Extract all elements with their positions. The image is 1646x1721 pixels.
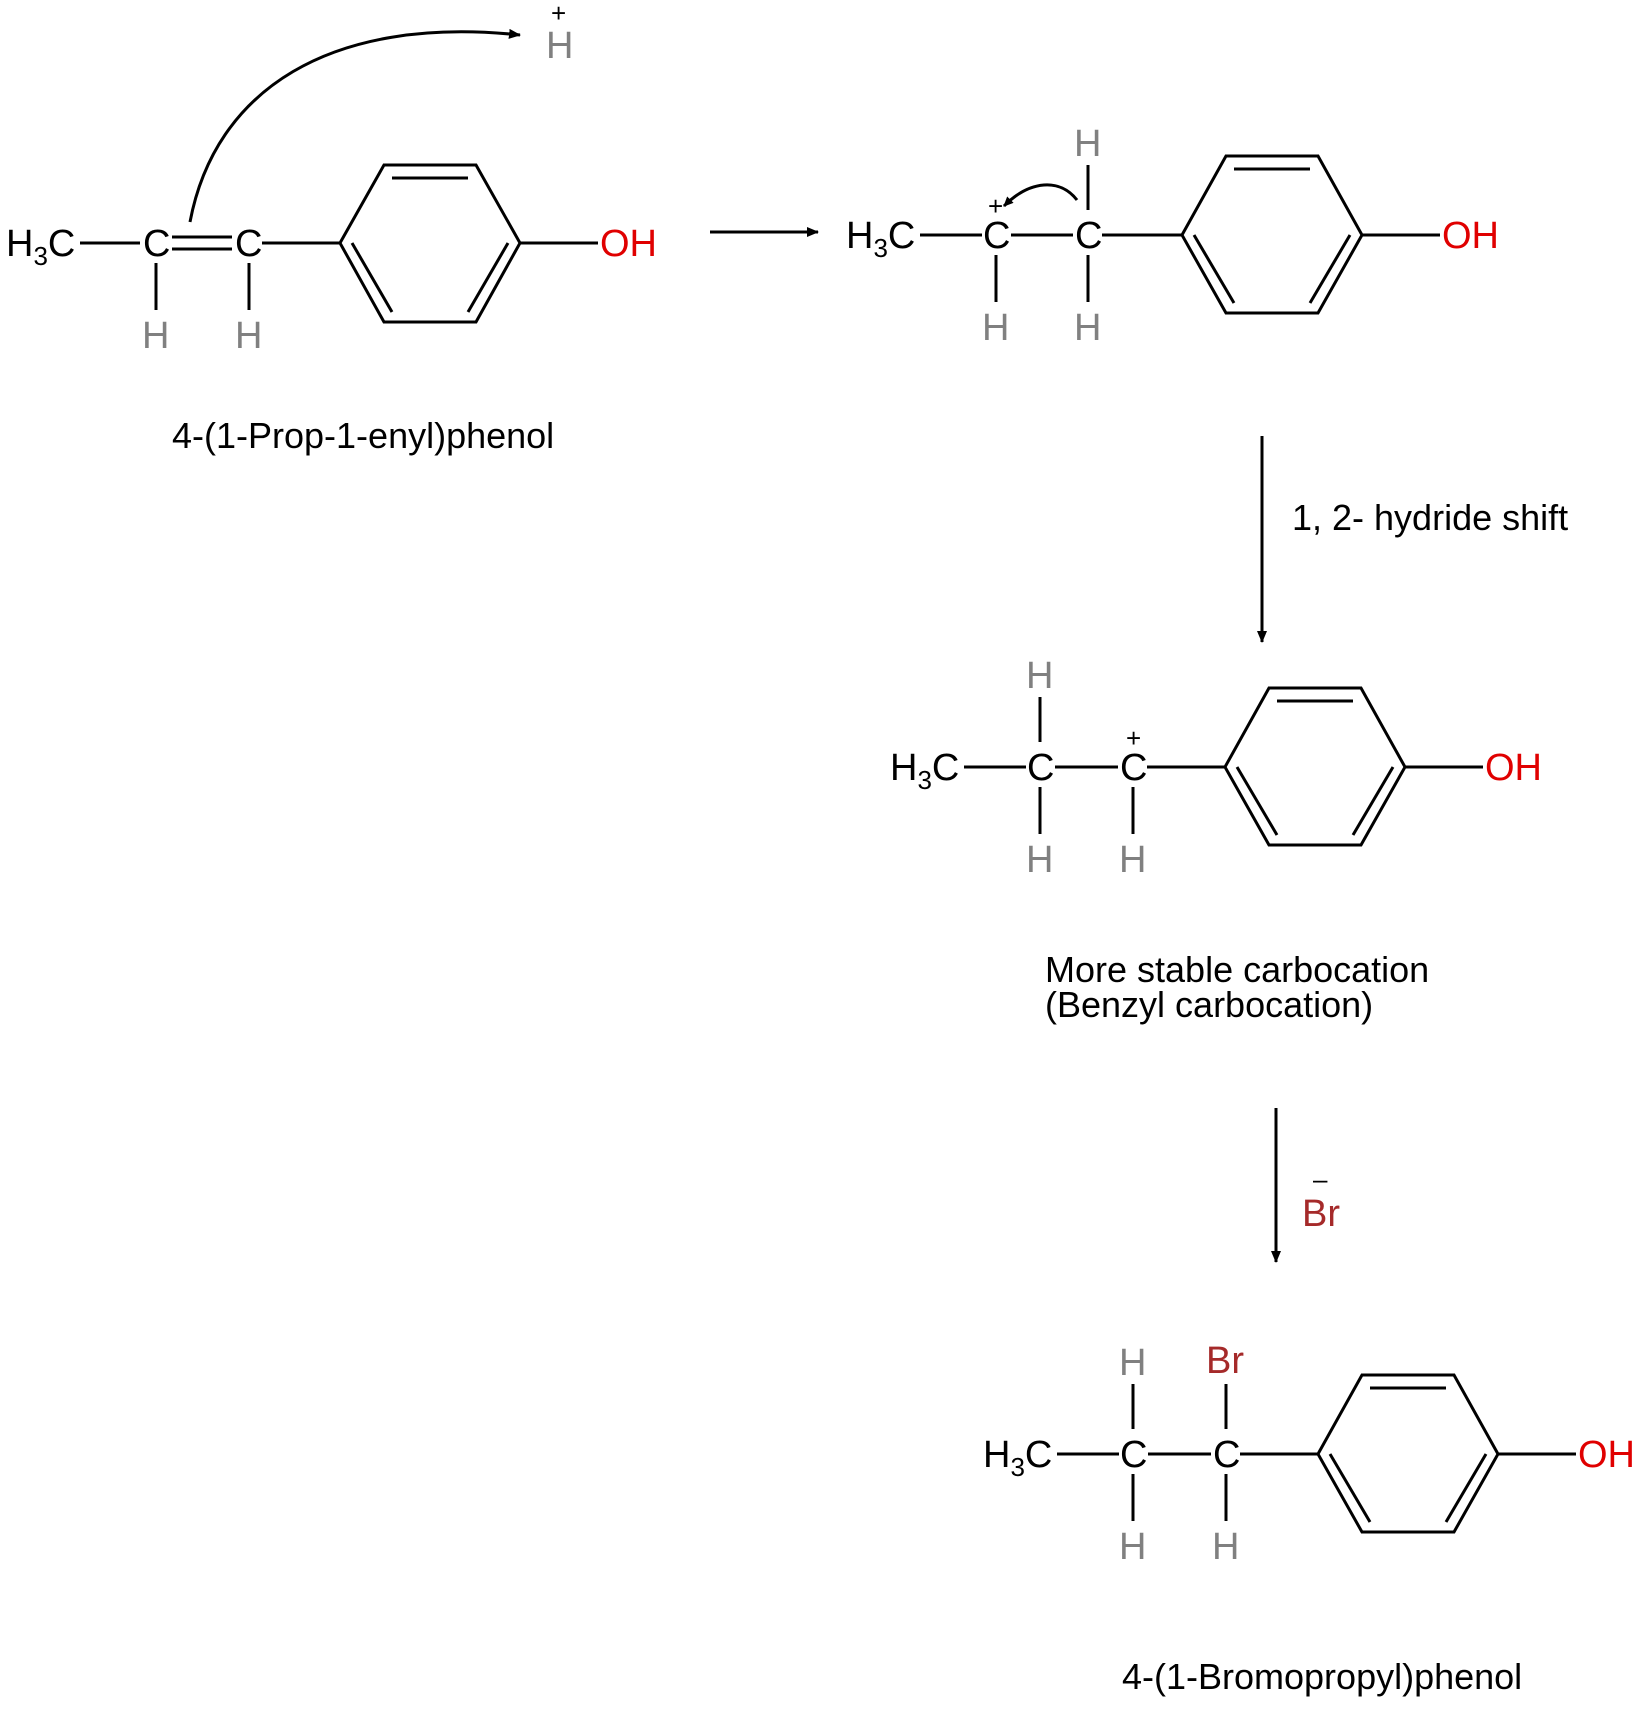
int1-c1-charge: +: [988, 191, 1003, 221]
reactant-h2: H: [235, 315, 262, 357]
reactant-h3c: H3C: [6, 223, 75, 271]
int2-c1: C: [1027, 747, 1054, 789]
int2-h-c1-bottom: H: [1026, 839, 1053, 881]
prod-h-c1-top: H: [1119, 1342, 1146, 1384]
prod-c1: C: [1120, 1434, 1147, 1476]
int1-c1: C: [983, 215, 1010, 257]
ring-inner-bond: [1308, 234, 1352, 304]
int1-h3c: H3C: [846, 215, 915, 263]
reactant-name: 4-(1-Prop-1-enyl)phenol: [172, 415, 554, 456]
int1-h-c1: H: [982, 307, 1009, 349]
bromide-charge: –: [1313, 1164, 1328, 1194]
curved-arrow-hydride-shift: [1002, 183, 1079, 208]
carbocation-intermediate-structure: H3C C + C H H H OH: [846, 123, 1499, 349]
prod-c2: C: [1213, 1434, 1240, 1476]
ring-inner-bond: [1328, 1453, 1372, 1523]
step2-condition: 1, 2- hydride shift: [1292, 497, 1568, 538]
int1-oh: OH: [1442, 215, 1499, 257]
prod-br: Br: [1206, 1340, 1244, 1382]
ring-inner-bond: [466, 242, 510, 313]
ring-inner-bond: [350, 242, 394, 313]
product-name: 4-(1-Bromopropyl)phenol: [1122, 1656, 1522, 1697]
reactant-c2: C: [235, 223, 262, 265]
prod-h-c1-bottom: H: [1119, 1526, 1146, 1568]
reactant-benzene-ring: [338, 163, 522, 324]
prod-h3c: H3C: [983, 1434, 1052, 1482]
product-structure: H3C C C H H Br H OH: [983, 1340, 1635, 1568]
proton-h: H: [546, 25, 573, 67]
prod-h-c2: H: [1212, 1526, 1239, 1568]
int2-c2-charge: +: [1126, 723, 1141, 753]
prod-oh: OH: [1578, 1434, 1635, 1476]
int1-h-c2-top: H: [1074, 123, 1101, 165]
ring-inner-bond: [1351, 766, 1395, 836]
proton-charge: +: [551, 0, 566, 28]
int1-c2: C: [1075, 215, 1102, 257]
int2-benzene-ring: [1223, 686, 1407, 847]
int2-h-c2: H: [1119, 839, 1146, 881]
int2-h3c: H3C: [890, 747, 959, 795]
reactant-h1: H: [142, 315, 169, 357]
int1-benzene-ring: [1180, 154, 1364, 315]
reactant-c1: C: [143, 223, 170, 265]
carbocation-caption-line1: More stable carbocation: [1045, 949, 1429, 990]
reactant-structure: H3C C C H H OH H +: [6, 0, 657, 357]
prod-benzene-ring: [1316, 1373, 1500, 1534]
int2-c2: C: [1120, 747, 1147, 789]
ring-inner-bond: [1444, 1453, 1488, 1523]
int2-h-c1-top: H: [1026, 655, 1053, 697]
ring-inner-bond: [1235, 766, 1279, 836]
bromide-reagent: Br: [1302, 1193, 1340, 1235]
carbocation-caption-line2: (Benzyl carbocation): [1045, 984, 1373, 1025]
int1-h-c2-bottom: H: [1074, 307, 1101, 349]
curved-arrow-electrons-to-proton: [188, 28, 521, 223]
int2-oh: OH: [1485, 747, 1542, 789]
ring-inner-bond: [1192, 234, 1236, 304]
reactant-oh: OH: [600, 223, 657, 265]
benzyl-carbocation-structure: H3C C C + H H H OH: [890, 655, 1542, 881]
